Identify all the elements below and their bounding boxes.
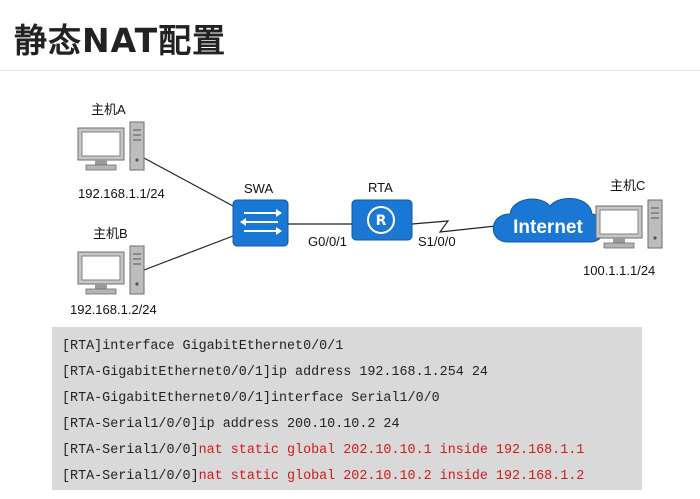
router-icon [351,199,413,241]
code-line: [RTA-Serial1/0/0]ip address 200.10.10.2 … [62,412,642,438]
cli-config-box: [RTA]interface GigabitEthernet0/0/1 [RTA… [52,327,642,490]
code-line: [RTA-GigabitEthernet0/0/1]ip address 192… [62,360,642,386]
code-command: ip address 200.10.10.2 24 [198,417,400,432]
switch-name: SWA [244,181,273,196]
code-line: [RTA-Serial1/0/0]nat static global 202.1… [62,438,642,464]
code-prompt: [RTA-Serial1/0/0] [62,443,199,458]
code-prompt: [RTA-Serial1/0/0] [62,417,199,432]
code-line: [RTA]interface GigabitEthernet0/0/1 [62,334,642,360]
host-a-name: 主机A [91,102,126,117]
host-b-name: 主机B [93,226,128,241]
host-c-name: 主机C [610,178,645,193]
host-c-ip: 100.1.1.1/24 [583,263,655,278]
host-b-ip: 192.168.1.2/24 [70,302,157,317]
nat-command: nat static global 202.10.10.2 inside 192… [198,469,585,484]
network-topology: 主机A 192.168.1.1/24 主机B 192.168.1.2/24 SW… [70,102,663,317]
code-command: interface Serial1/0/0 [270,391,440,406]
router-glyph: R [376,213,387,229]
page-title: 静态NAT配置 [14,21,227,60]
host-a-icon [77,121,145,171]
switch-icon [232,199,289,247]
code-line: [RTA-Serial1/0/0]nat static global 202.1… [62,464,642,490]
code-prompt: [RTA] [62,339,103,354]
nat-command: nat static global 202.10.10.1 inside 192… [198,443,585,458]
internet-label: Internet [513,217,583,238]
serial-link [411,220,497,233]
title-divider [0,70,700,71]
port-g0-0-1-label: G0/0/1 [308,234,347,249]
host-c-icon [595,199,663,249]
link-a-swa [143,157,234,207]
link-b-swa [143,235,234,271]
code-prompt: [RTA-GigabitEthernet0/0/1] [62,391,271,406]
host-a-ip: 192.168.1.1/24 [78,186,165,201]
router-name: RTA [368,180,393,195]
code-command: ip address 192.168.1.254 24 [270,365,488,380]
code-line: [RTA-GigabitEthernet0/0/1]interface Seri… [62,386,642,412]
port-s1-0-0-label: S1/0/0 [418,234,456,249]
code-prompt: [RTA-Serial1/0/0] [62,469,199,484]
host-b-icon [77,245,145,295]
code-command: interface GigabitEthernet0/0/1 [102,339,344,354]
code-prompt: [RTA-GigabitEthernet0/0/1] [62,365,271,380]
